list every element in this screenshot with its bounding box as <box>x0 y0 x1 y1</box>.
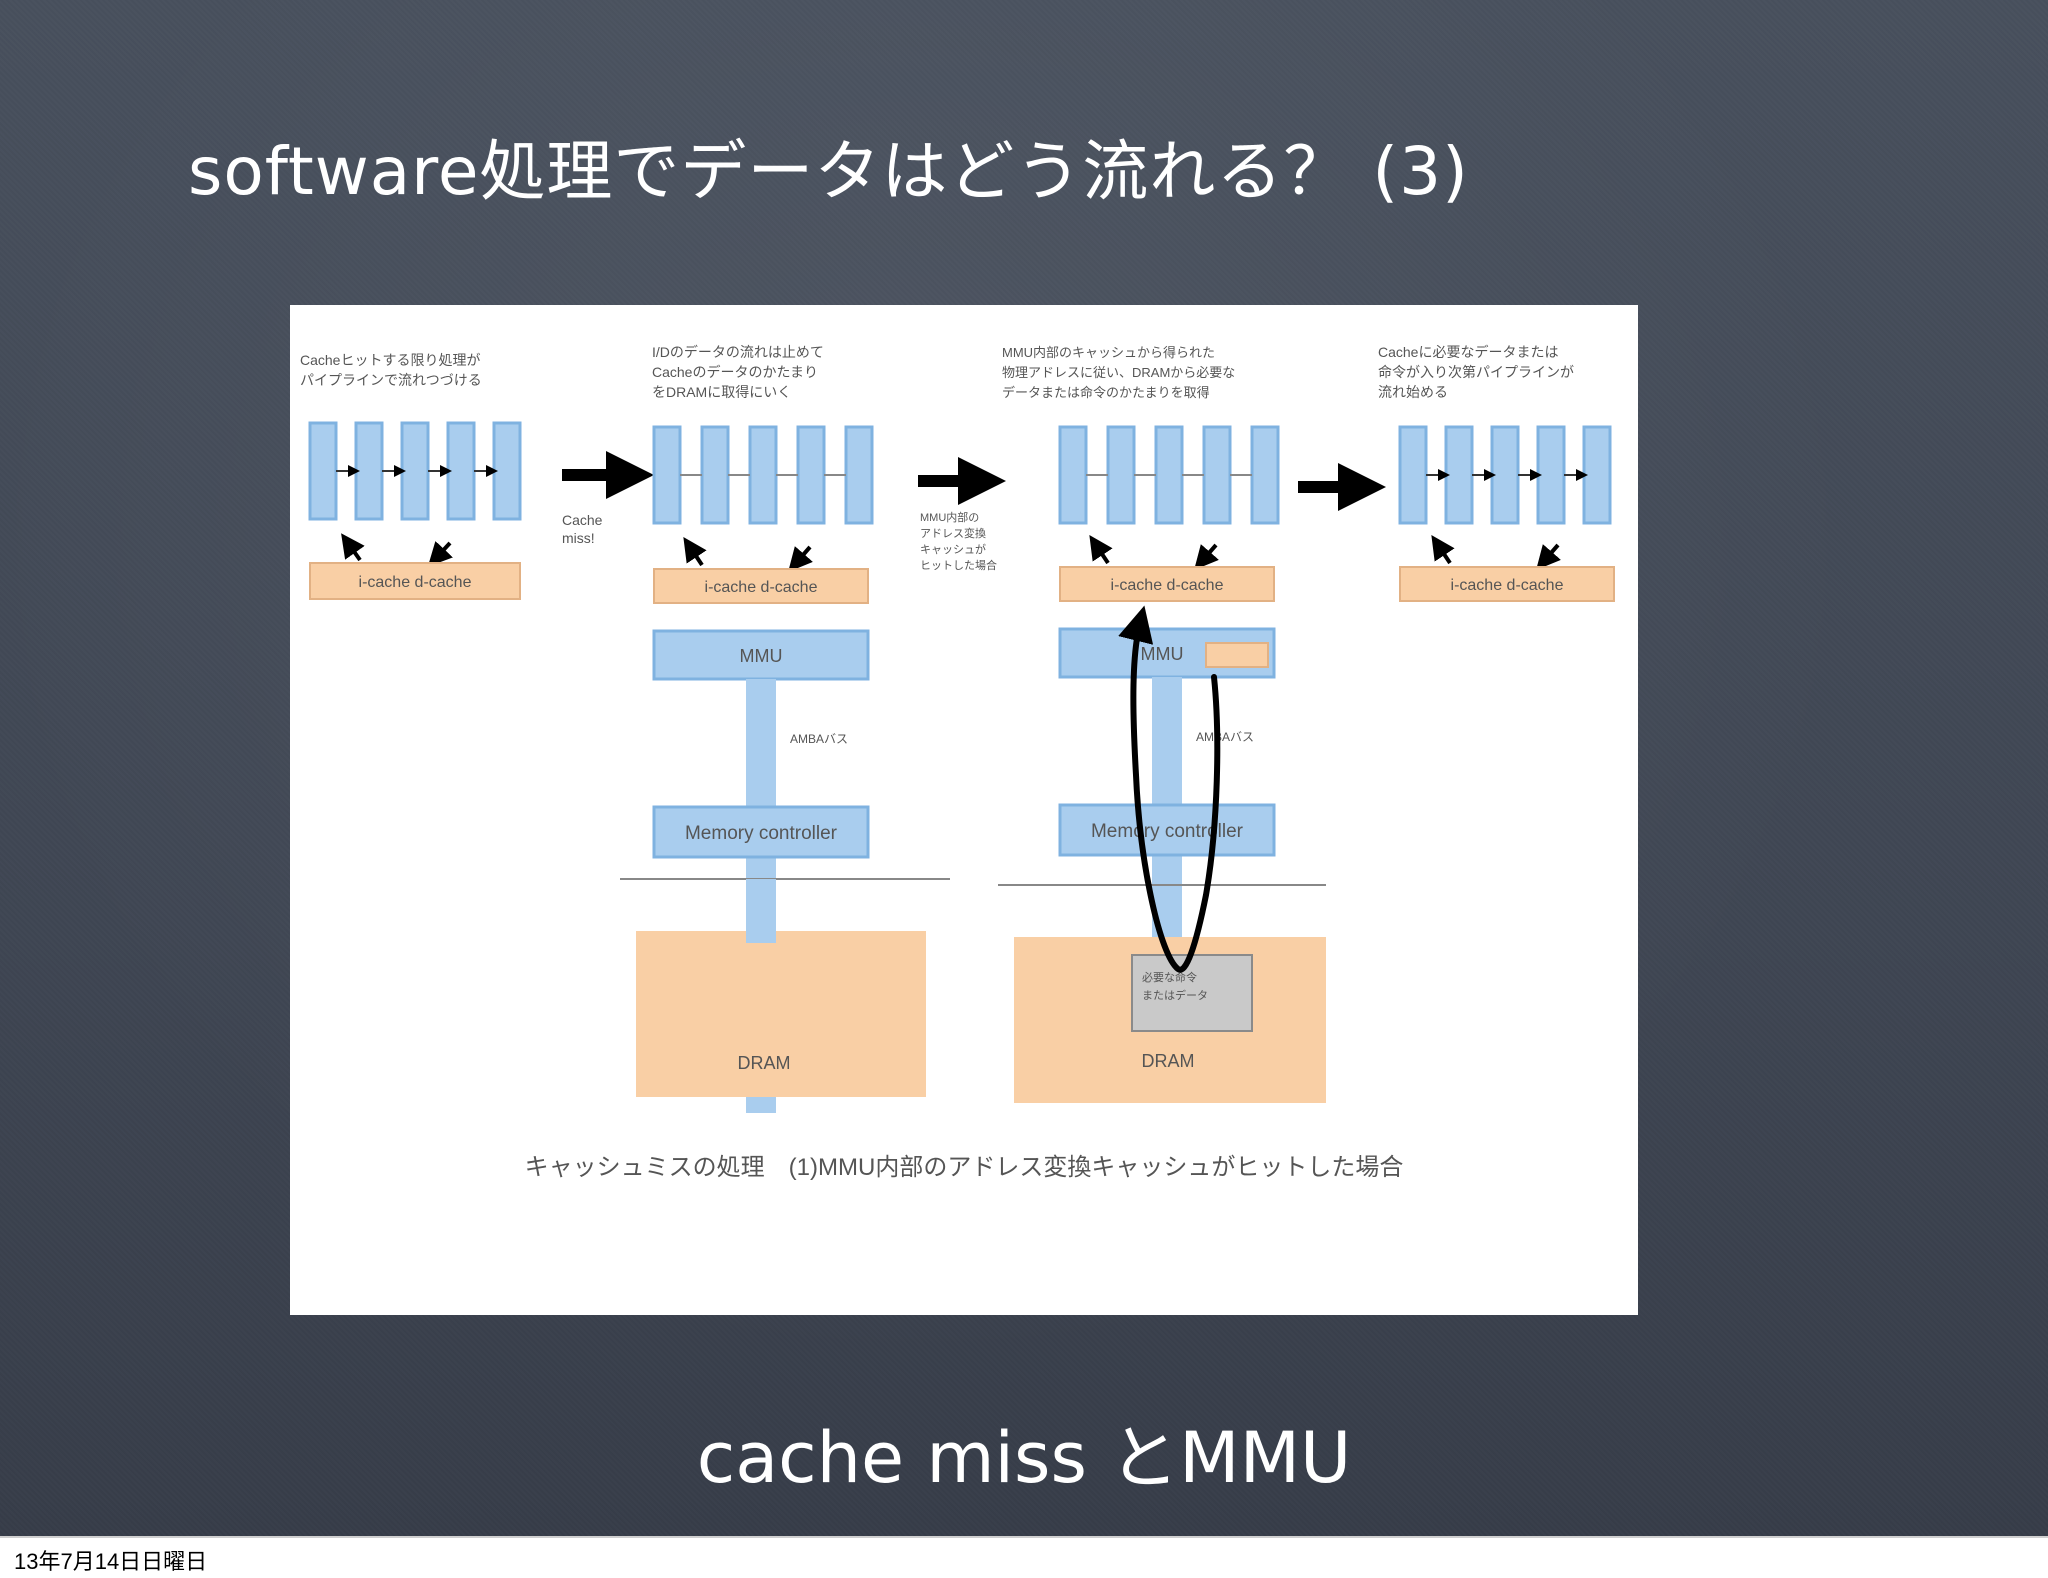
pipeline-stage <box>400 421 430 521</box>
arrow-mmu-hit-label-line1: MMU内部の <box>920 510 979 524</box>
slide-subtitle: cache miss とMMU <box>696 1417 1352 1499</box>
arrow-cache-miss-label-line2: miss! <box>562 530 595 546</box>
stage-2-cache-label: i-cache d-cache <box>705 579 818 596</box>
pipeline-stage <box>446 421 476 521</box>
stage-2-dram <box>636 931 926 1097</box>
slide-title: software処理でデータはどう流れる？ (3) <box>188 133 1469 210</box>
stage-3-mmu-label: MMU <box>1141 644 1184 664</box>
stage-4-cache-label: i-cache d-cache <box>1451 577 1564 594</box>
stage-3-memory-controller <box>1058 803 1276 857</box>
stage-2-bus-label: AMBAバス <box>790 732 848 746</box>
slide: software処理でデータはどう流れる？ (3) Cacheヒットする限り処理… <box>0 0 2048 1536</box>
pipeline-stage <box>1398 425 1428 525</box>
stage-2-caption-line1: I/Dのデータの流れは止めて <box>652 344 824 360</box>
cache-miss-diagram: Cacheヒットする限り処理が パイプラインで流れつづける i-cache d <box>300 344 1615 1181</box>
stage-3-dram-block <box>1131 954 1253 1032</box>
arrow-mmu-hit-label-line3: キャッシュが <box>920 542 986 556</box>
stage-2: I/Dのデータの流れは止めて Cacheのデータのかたまり をDRAMに取得にい… <box>620 344 950 1113</box>
stage-3-dram-block-line1: 必要な命令 <box>1142 970 1197 984</box>
pipeline-stage <box>796 425 826 525</box>
arrow-cache-miss-label-line1: Cache <box>562 512 603 528</box>
stage-3-dram-label: DRAM <box>1142 1051 1195 1071</box>
stage-2-mmu-label: MMU <box>740 646 783 666</box>
stage-4-caption-line2: 命令が入り次第パイプラインが <box>1378 364 1574 380</box>
stage-4-cache <box>1399 566 1615 602</box>
pipeline-stage <box>1202 425 1232 525</box>
stage-2-memory-controller-label: Memory controller <box>685 823 838 844</box>
stage-1: Cacheヒットする限り処理が パイプラインで流れつづける i-cache d <box>300 352 522 600</box>
stage-3: MMU内部のキャッシュから得られた 物理アドレスに従い、DRAMから必要な デー… <box>998 345 1326 1103</box>
stage-2-memory-controller <box>652 805 870 859</box>
arrow-to-pipeline <box>341 533 365 562</box>
stage-4: Cacheに必要なデータまたは 命令が入り次第パイプラインが 流れ始める <box>1378 344 1615 602</box>
diagram-caption: キャッシュミスの処理 (1)MMU内部のアドレス変換キャッシュがヒットした場合 <box>525 1154 1404 1181</box>
pipeline-stage <box>354 421 384 521</box>
arrow-mmu-hit-label-line2: アドレス変換 <box>920 526 986 540</box>
pipeline-stage <box>1106 425 1136 525</box>
stage-4-caption-line1: Cacheに必要なデータまたは <box>1378 344 1558 360</box>
pipeline-stage <box>652 425 682 525</box>
stage-3-cache-label: i-cache d-cache <box>1111 577 1224 594</box>
print-datestamp: 13年7月14日日曜日 <box>14 1549 208 1574</box>
stage-3-dram-block-line2: またはデータ <box>1142 988 1208 1002</box>
pipeline-stage <box>1444 425 1474 525</box>
stage-3-caption-line2: 物理アドレスに従い、DRAMから必要な <box>1002 365 1235 380</box>
stage-1-pipeline <box>308 421 522 521</box>
stage-2-cache <box>653 568 869 604</box>
pipeline-stage <box>844 425 874 525</box>
print-footer: 13年7月14日日曜日 <box>0 1536 2048 1578</box>
stage-2-caption-line2: Cacheのデータのかたまり <box>652 364 818 380</box>
pipeline-stage <box>1582 425 1612 525</box>
handdrawn-data-flow-arrow <box>1118 605 1221 973</box>
stage-3-caption-line1: MMU内部のキャッシュから得られた <box>1002 345 1215 360</box>
pipeline-stage <box>1536 425 1566 525</box>
stage-3-memory-controller-label: Memory controller <box>1091 821 1244 842</box>
stage-1-caption-line1: Cacheヒットする限り処理が <box>300 352 480 368</box>
stage-2-dram-label: DRAM <box>738 1053 791 1073</box>
stage-1-caption-line2: パイプラインで流れつづける <box>300 372 482 388</box>
pipeline-stage <box>748 425 778 525</box>
pipeline-stage <box>1058 425 1088 525</box>
stage-3-mmu-tlb <box>1205 642 1269 668</box>
pipeline-stage <box>1490 425 1520 525</box>
stage-4-caption-line3: 流れ始める <box>1378 384 1448 400</box>
pipeline-stage <box>700 425 730 525</box>
pipeline-stage <box>492 421 522 521</box>
stage-4-pipeline <box>1398 425 1612 525</box>
arrow-to-cache <box>427 541 453 567</box>
stage-2-pipeline <box>652 425 874 525</box>
pipeline-stage <box>1250 425 1280 525</box>
stage-2-caption-line3: をDRAMに取得にいく <box>652 384 791 400</box>
stage-3-cache <box>1059 566 1275 602</box>
stage-3-pipeline <box>1058 425 1280 525</box>
pipeline-stage <box>1154 425 1184 525</box>
stage-1-cache <box>309 562 521 600</box>
arrow-mmu-hit-label-line4: ヒットした場合 <box>920 558 997 572</box>
pipeline-stage <box>308 421 338 521</box>
stage-3-bus-label: AMBAバス <box>1196 730 1254 744</box>
stage-1-cache-label: i-cache d-cache <box>359 574 472 591</box>
diagram-figure: Cacheヒットする限り処理が パイプラインで流れつづける i-cache d <box>290 305 1638 1315</box>
stage-3-caption-line3: データまたは命令のかたまりを取得 <box>1002 385 1210 400</box>
